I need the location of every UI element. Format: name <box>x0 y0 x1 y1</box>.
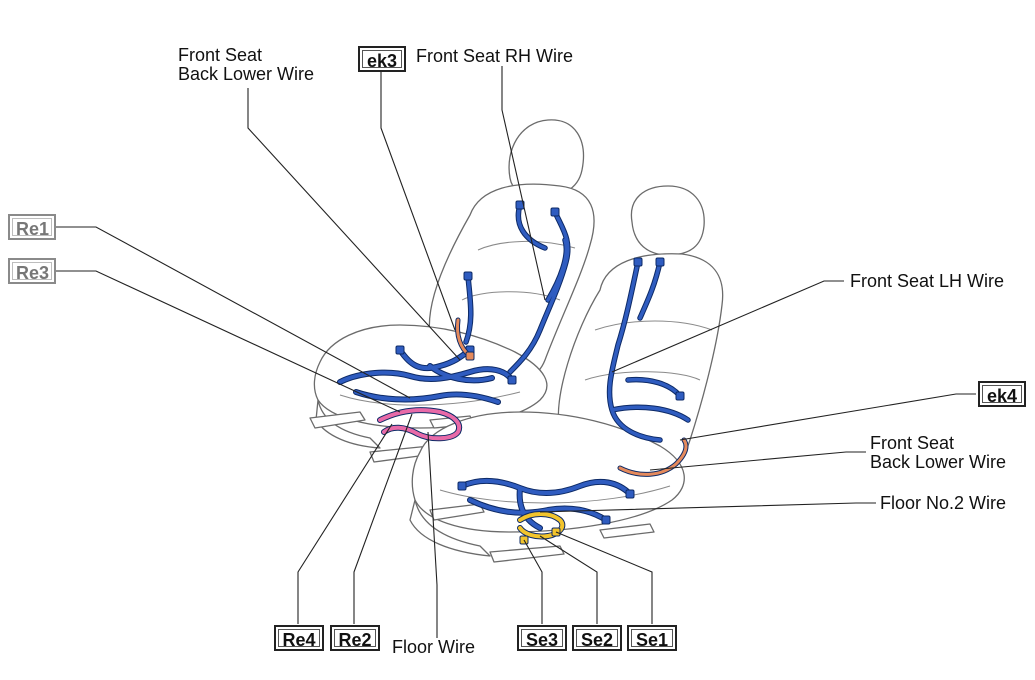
wire-harnesses <box>337 200 691 545</box>
lh-connector-e <box>625 489 635 499</box>
leader-lines <box>56 66 976 638</box>
front-seat-back-lower-wire-label-top: Front Seat Back Lower Wire <box>178 46 314 84</box>
lh-connector-b <box>655 257 665 267</box>
ek3-connector <box>465 351 475 361</box>
lh-connector-d <box>457 481 467 491</box>
connector-se2[interactable]: Se2 <box>572 625 622 651</box>
lh-seat-cushion-harness <box>460 479 632 530</box>
connector-ek3[interactable]: ek3 <box>358 46 406 72</box>
label-line-2: Back Lower Wire <box>870 452 1007 472</box>
front-seat-back-lower-wire-label-right: Front Seat Back Lower Wire <box>870 434 1006 472</box>
lh-back-lower-wire <box>618 438 688 476</box>
label-line-1: Front Seat <box>178 45 263 65</box>
connector-se3[interactable]: Se3 <box>517 625 567 651</box>
rh-seat-cushion-harness <box>338 348 514 404</box>
label-line-1: Front Seat <box>870 433 955 453</box>
lh-seat-headrest <box>630 185 705 256</box>
connector-ek4[interactable]: ek4 <box>978 381 1026 407</box>
rh-seat-back-harness <box>464 203 570 374</box>
connector-se1[interactable]: Se1 <box>627 625 677 651</box>
floor-wire-label: Floor Wire <box>392 637 476 657</box>
floor-no2-wire-harness <box>518 512 565 539</box>
lh-connector-a <box>633 257 643 267</box>
connector-re4[interactable]: Re4 <box>274 625 324 651</box>
rh-connector-e <box>507 375 517 385</box>
connector-re3[interactable]: Re3 <box>8 258 56 284</box>
connector-re1[interactable]: Re1 <box>8 214 56 240</box>
label-line-2: Back Lower Wire <box>178 64 315 84</box>
lh-seat-back-harness <box>607 260 690 442</box>
front-seat-rh-wire-label: Front Seat RH Wire <box>416 46 574 66</box>
front-seat-lh-wire-label: Front Seat LH Wire <box>850 271 1005 291</box>
lh-connector-f <box>601 515 611 525</box>
lh-connector-c <box>675 391 685 401</box>
connector-re2[interactable]: Re2 <box>330 625 380 651</box>
rh-connector-a <box>550 207 560 217</box>
rh-seat-rail-front <box>309 411 366 429</box>
rh-connector-d <box>395 345 405 355</box>
lh-seat-rail-rear <box>489 545 565 563</box>
rh-connector-c <box>463 271 473 281</box>
floor-no2-wire-label: Floor No.2 Wire <box>880 493 1007 513</box>
